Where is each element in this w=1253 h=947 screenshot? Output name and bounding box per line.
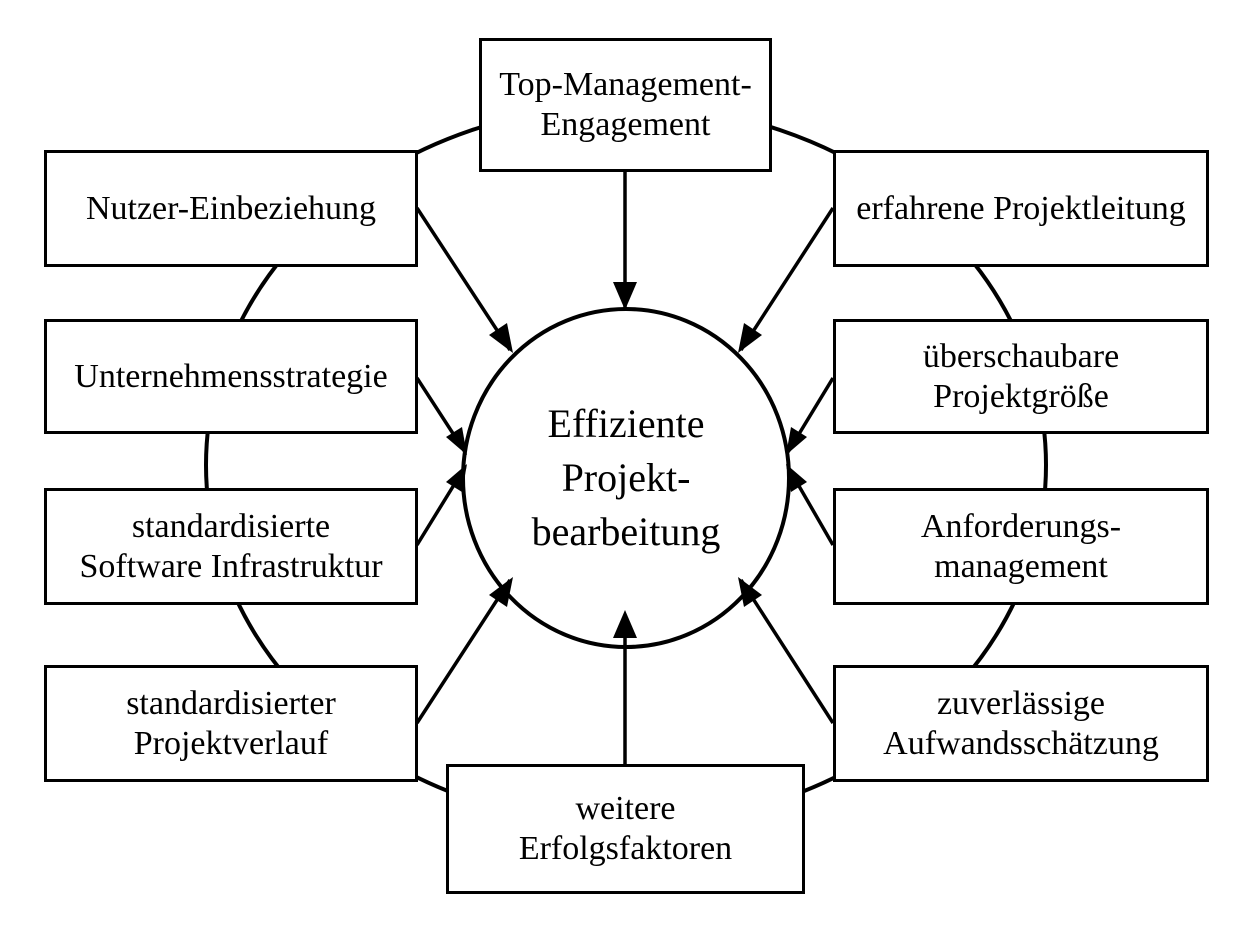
- factor-anforderungsmanagement: Anforderungs- management: [833, 488, 1209, 605]
- center-line-3: bearbeitung: [531, 509, 721, 554]
- arrowhead-projektgroesse: [786, 427, 807, 455]
- arrowhead-strategie: [446, 427, 467, 455]
- factor-nutzer-einbeziehung: Nutzer-Einbeziehung: [44, 150, 418, 267]
- center-line-1: Effiziente: [547, 401, 705, 446]
- arrowhead-nutzer: [489, 323, 513, 353]
- factor-projektgroesse-line-1: überschaubare: [922, 337, 1120, 375]
- factor-erfahrene-projektleitung: erfahrene Projektleitung: [833, 150, 1209, 267]
- arrowhead-infrastruktur: [446, 464, 467, 492]
- factor-projektverlauf: standardisierter Projektverlauf: [44, 665, 418, 782]
- factor-top-management-line-1: Top-Management-: [499, 66, 752, 103]
- factor-aufwand-line-1: zuverlässige: [936, 684, 1106, 722]
- factor-aufwand-line-2: Aufwandsschätzung: [883, 724, 1159, 762]
- factor-weitere-line-2: Erfolgsfaktoren: [518, 830, 733, 867]
- factor-unternehmensstrategie: Unternehmensstrategie: [44, 319, 418, 434]
- factor-anforderungen-line-2: management: [934, 547, 1108, 585]
- center-line-2: Projekt-: [561, 455, 691, 500]
- arrowhead-projektverlauf: [489, 577, 513, 607]
- factor-anforderungen-line-1: Anforderungs-: [920, 507, 1122, 545]
- arrow-projektleitung: [739, 207, 835, 351]
- factor-weitere-erfolgsfaktoren: weitere Erfolgsfaktoren: [446, 764, 805, 894]
- arrowhead-anforderungen: [786, 464, 807, 492]
- factor-projektverlauf-line-2: Projektverlauf: [133, 724, 329, 762]
- factor-nutzer-line-1: Nutzer-Einbeziehung: [85, 189, 377, 227]
- factor-software-infrastruktur: standardisierte Software Infrastruktur: [44, 488, 418, 605]
- arrow-aufwand: [739, 579, 835, 724]
- factor-projektgroesse: überschaubare Projektgröße: [833, 319, 1209, 434]
- factor-top-management-line-2: Engagement: [540, 106, 711, 143]
- factor-top-management: Top-Management- Engagement: [479, 38, 772, 172]
- factor-aufwandsschaetzung: zuverlässige Aufwandsschätzung: [833, 665, 1209, 782]
- arrowhead-top-management: [613, 282, 637, 310]
- arrowhead-projektleitung: [738, 323, 762, 353]
- factor-weitere-line-1: weitere: [575, 790, 676, 827]
- arrowhead-weitere: [613, 610, 637, 638]
- factor-projektgroesse-line-2: Projektgröße: [933, 377, 1109, 415]
- center-label: Effiziente Projekt- bearbeitung: [463, 390, 789, 566]
- factor-projektleitung-line-1: erfahrene Projektleitung: [856, 189, 1186, 227]
- arrowhead-aufwand: [738, 577, 762, 607]
- arrow-nutzer: [415, 207, 512, 351]
- factor-strategie-line-1: Unternehmensstrategie: [74, 357, 388, 395]
- arrow-projektverlauf: [415, 579, 512, 724]
- factor-projektverlauf-line-1: standardisierter: [126, 684, 336, 722]
- factor-infrastruktur-line-1: standardisierte: [131, 507, 331, 545]
- factor-infrastruktur-line-2: Software Infrastruktur: [79, 547, 383, 585]
